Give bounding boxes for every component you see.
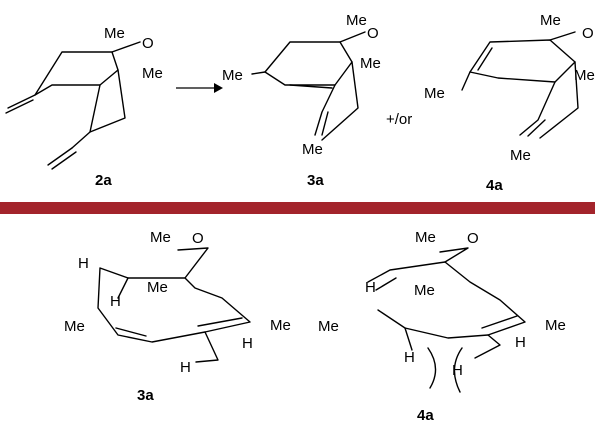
conformer-left-me-inner: Me xyxy=(147,279,168,296)
product-a-lower-double-bond xyxy=(321,111,329,136)
reactant-ring-bonds xyxy=(34,51,119,96)
product-b-carbonyl-bond xyxy=(549,31,576,41)
section-divider xyxy=(0,202,595,214)
conformer-right-structure: Me O H Me Me Me H H H 4a xyxy=(318,229,566,424)
conformer-right-label: 4a xyxy=(417,407,434,424)
conformer-right-steric-arc-left xyxy=(427,347,437,389)
conformer-right-lower-bonds xyxy=(474,334,501,359)
product-b-me-right: Me xyxy=(574,67,595,84)
product-b-ring-double-bond xyxy=(477,47,493,71)
conformer-right-left-double-bond xyxy=(375,277,397,291)
product-a-oxygen: O xyxy=(367,25,379,42)
conformer-left-ch-bond xyxy=(117,277,129,299)
reactant-structure: Me O Me 2a xyxy=(5,25,163,189)
product-a-structure: Me O Me Me Me 3a xyxy=(222,12,381,189)
conformer-left-left-double-bond xyxy=(115,327,147,337)
product-b-label: 4a xyxy=(486,177,503,194)
conformer-right-h-middle: H xyxy=(452,362,463,379)
product-a-label: 3a xyxy=(307,172,324,189)
conformer-right-h-right: H xyxy=(515,334,526,351)
reactant-bridge-bonds xyxy=(71,69,126,149)
product-b-ring-bonds xyxy=(469,39,576,83)
product-b-me-bottom: Me xyxy=(510,147,531,164)
conformer-right-ch-bond xyxy=(404,327,413,351)
conformer-right-me-top: Me xyxy=(415,229,436,246)
connector-text: +/or xyxy=(386,111,412,128)
conformer-left-bridge-bonds xyxy=(177,247,209,279)
conformer-left-right-double-bond xyxy=(197,317,243,327)
conformer-left-h-inner: H xyxy=(110,293,121,310)
conformer-right-steric-arc-right xyxy=(453,347,463,393)
conformer-right-me-right: Me xyxy=(545,317,566,334)
conformer-right-h-top: H xyxy=(365,279,376,296)
product-a-ring-double-bond xyxy=(289,84,333,89)
conformer-right-ring-bonds xyxy=(367,261,526,339)
conformer-left-me-right: Me xyxy=(270,317,291,334)
conformer-left-h-top: H xyxy=(78,255,89,272)
product-a-bridge-bonds xyxy=(314,61,359,141)
conformer-left-me-top: Me xyxy=(150,229,171,246)
product-b-structure: Me O Me Me Me 4a xyxy=(424,12,595,194)
conformer-left-h-bottom: H xyxy=(180,359,191,376)
product-a-me-top: Me xyxy=(346,12,367,29)
reactant-label: 2a xyxy=(95,172,112,189)
reactant-me-1: Me xyxy=(104,25,125,42)
conformer-left-lower-bonds xyxy=(195,331,219,363)
conformer-left-oxygen: O xyxy=(192,230,204,247)
conformer-right-bridge-bonds xyxy=(439,247,469,263)
reactant-methylene-1 xyxy=(5,94,36,114)
conformer-left-ring-bonds xyxy=(97,267,251,343)
product-b-methyl-bond xyxy=(461,71,471,91)
conformer-left-label: 3a xyxy=(137,387,154,404)
product-a-carbonyl-bond xyxy=(339,31,366,43)
reactant-me-2: Me xyxy=(142,65,163,82)
product-a-me-right: Me xyxy=(360,55,381,72)
product-a-me-bottom: Me xyxy=(302,141,323,158)
product-a-me-left: Me xyxy=(222,67,243,84)
reactant-methylene-2 xyxy=(47,147,77,170)
conformer-left-h-right: H xyxy=(242,335,253,352)
product-b-oxygen: O xyxy=(582,25,594,42)
conformer-right-right-double-bond xyxy=(481,315,518,329)
reactant-carbonyl-bond xyxy=(111,41,141,53)
reaction-arrow-head xyxy=(214,83,223,93)
conformer-right-me-inner: Me xyxy=(414,282,435,299)
reactant-inner-bond xyxy=(89,84,101,133)
conformer-left-structure: Me O H Me H Me Me H H 3a xyxy=(64,229,291,404)
product-b-lower-double-bond xyxy=(527,119,546,137)
product-b-me-top: Me xyxy=(540,12,561,29)
reactant-oxygen: O xyxy=(142,35,154,52)
product-a-methyl-bond xyxy=(251,71,266,75)
product-a-ring-bonds xyxy=(264,41,353,86)
product-b-me-left: Me xyxy=(424,85,445,102)
conformer-left-me-left: Me xyxy=(64,318,85,335)
reaction-arrow xyxy=(176,83,223,93)
conformer-right-oxygen: O xyxy=(467,230,479,247)
product-b-bridge-bonds xyxy=(519,61,579,139)
conformer-right-me-left: Me xyxy=(318,318,339,335)
conformer-right-h-left: H xyxy=(404,349,415,366)
